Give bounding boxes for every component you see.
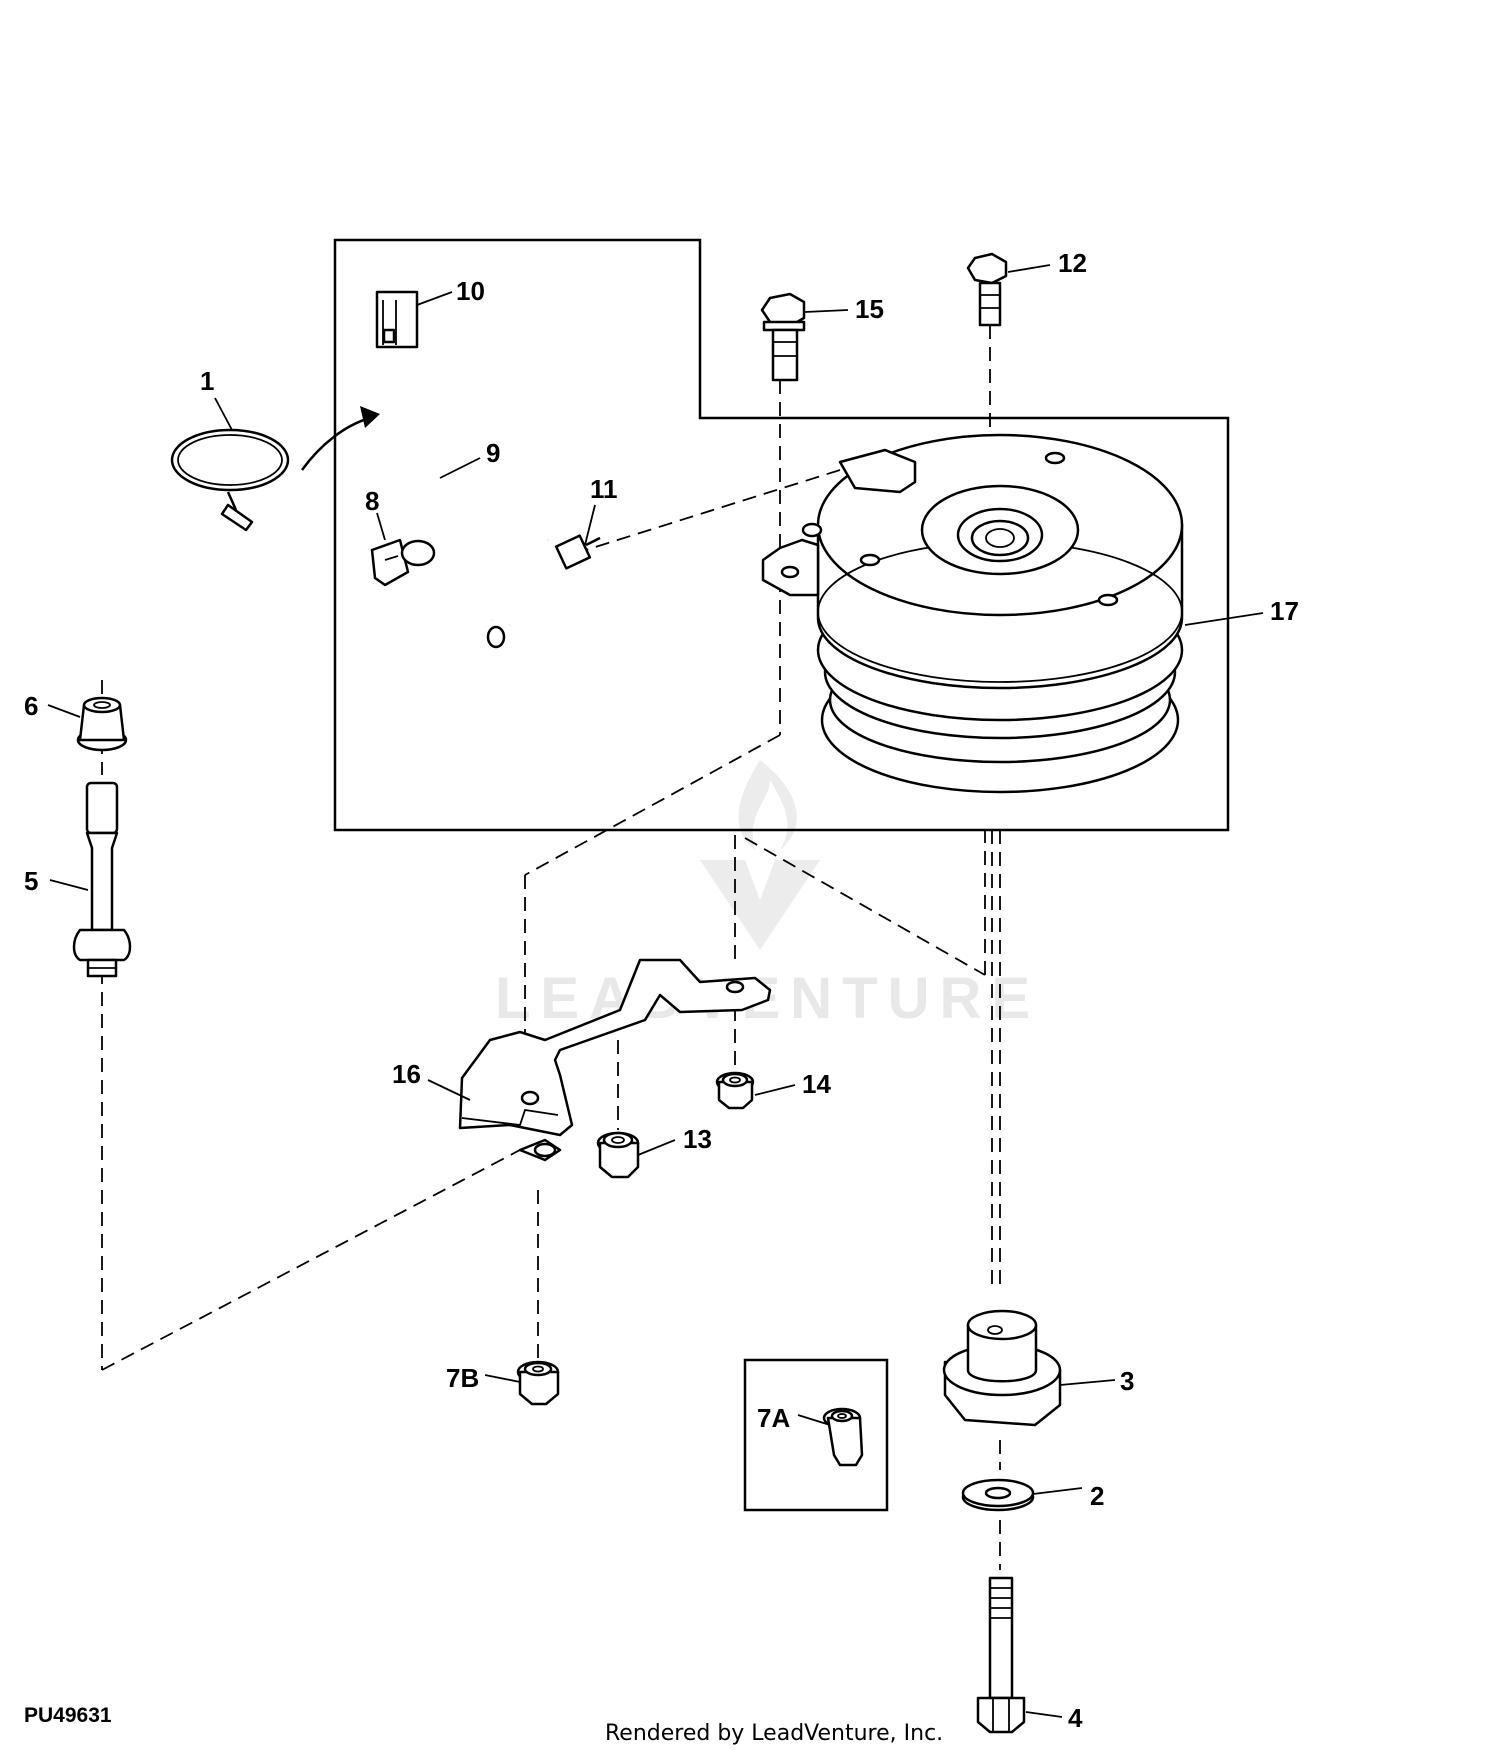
nut-14-part: [715, 1071, 755, 1110]
shaft-part: [72, 781, 132, 978]
assembly-lines: [101, 325, 1001, 1570]
callout-15: 15: [855, 294, 884, 324]
callout-9: 9: [486, 438, 500, 468]
footer-credit: Rendered by LeadVenture, Inc.: [605, 1721, 943, 1746]
curved-arrow-icon: [300, 406, 380, 471]
part-7a-box: [743, 1358, 889, 1512]
callout-6: 6: [24, 691, 38, 721]
callout-7b: 7B: [446, 1363, 479, 1393]
bolt-4-part: [976, 1576, 1026, 1734]
nut-7a-part: [822, 1407, 864, 1467]
washer-part: [961, 1478, 1035, 1512]
callout-7a: 7A: [757, 1403, 790, 1433]
leader-lines: [47, 264, 1264, 1718]
callout-labels: 1 2 3 4 5 6 7A 7B 8 9 10 11 12 13 14 15 …: [24, 248, 1299, 1733]
callout-16: 16: [392, 1059, 421, 1089]
callout-11: 11: [590, 474, 618, 504]
bolt-12-part: [966, 252, 1008, 327]
callout-3: 3: [1120, 1366, 1134, 1396]
electric-clutch-part: [761, 433, 1184, 794]
spacer-part: [942, 1309, 1062, 1427]
bushing-part: [76, 696, 128, 752]
callout-2: 2: [1090, 1481, 1104, 1511]
callout-5: 5: [24, 866, 38, 896]
callout-1: 1: [200, 366, 214, 396]
nut-7b-part: [516, 1360, 560, 1406]
wire-clip-part: [370, 538, 436, 587]
callout-10: 10: [456, 276, 485, 306]
figure-id: PU49631: [24, 1704, 112, 1727]
clutch-kit-outline: [333, 238, 1230, 832]
cable-tie-part: [170, 428, 290, 532]
callout-8: 8: [365, 486, 379, 516]
callout-13: 13: [683, 1124, 712, 1154]
wire-harness-part: [375, 290, 601, 649]
nut-13-part: [596, 1131, 640, 1179]
callout-17: 17: [1270, 596, 1299, 626]
bolt-15-part: [760, 292, 806, 382]
callout-12: 12: [1058, 248, 1087, 278]
callout-4: 4: [1068, 1703, 1083, 1733]
callout-14: 14: [802, 1069, 831, 1099]
bracket-part: [458, 958, 772, 1162]
